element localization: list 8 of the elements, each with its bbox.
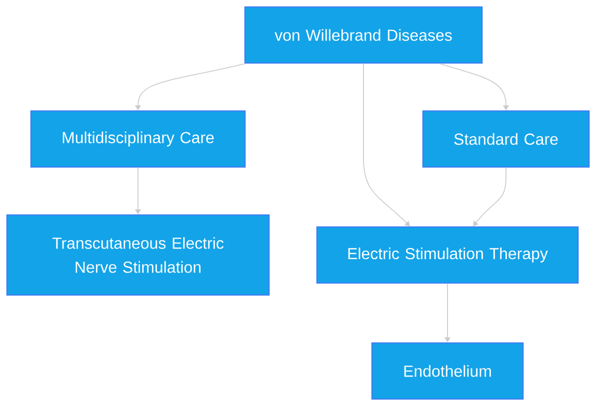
- process-box: von Willebrand Diseases: [244, 6, 483, 64]
- process-box: Electric Stimulation Therapy: [316, 226, 579, 284]
- process-box: Standard Care: [422, 110, 590, 168]
- process-box: Multidisciplinary Care: [30, 110, 246, 168]
- process-box: Transcutaneous Electric Nerve Stimulation: [6, 214, 270, 296]
- arrow: [473, 167, 506, 226]
- process-box: Endothelium: [371, 342, 524, 400]
- arrow: [363, 63, 410, 226]
